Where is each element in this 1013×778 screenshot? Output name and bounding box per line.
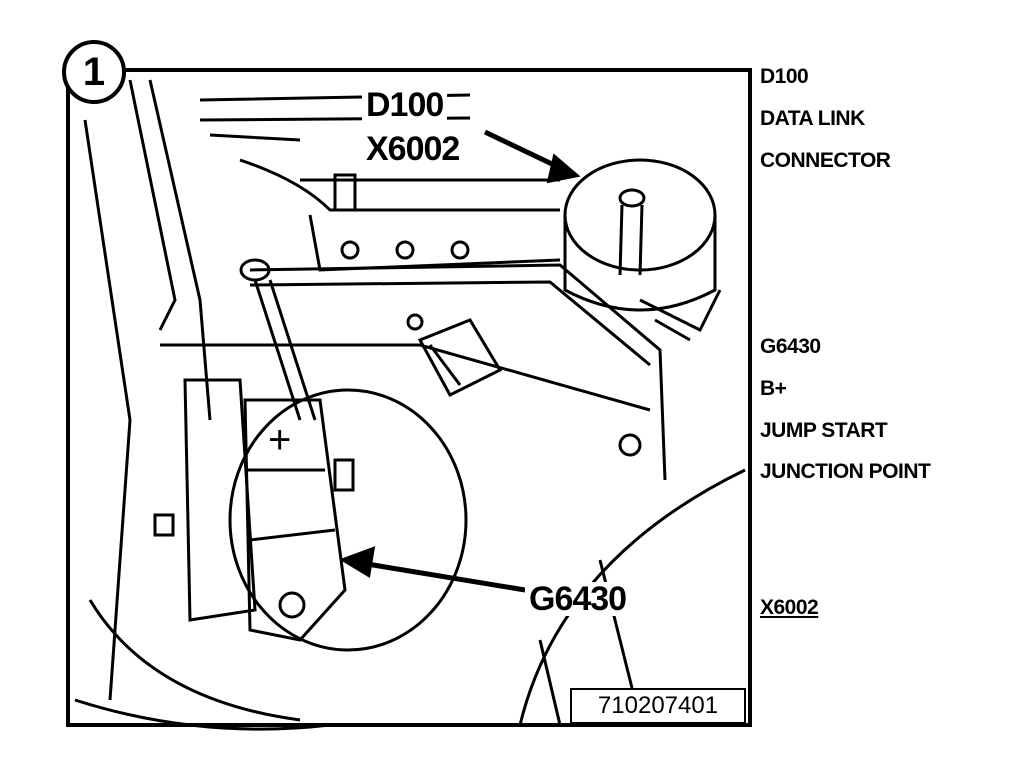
cowl-panel — [239, 158, 561, 272]
jump-start-terminal — [243, 398, 347, 642]
legend-junction-point: JUNCTION POINT — [760, 460, 931, 483]
legend-b-plus: B+ — [760, 377, 787, 400]
fender-panel — [83, 79, 212, 701]
legend-x6002: X6002 — [760, 596, 819, 619]
callout-d100: D100 — [362, 88, 448, 122]
legend-connector: CONNECTOR — [760, 149, 891, 172]
arrow-to-connector — [483, 129, 581, 184]
legend-jump-start: JUMP START — [760, 419, 888, 442]
legend-data-link: DATA LINK — [760, 107, 865, 130]
figure-number-badge: 1 — [62, 40, 126, 104]
diagram-frame — [66, 68, 752, 727]
arrow-to-terminal — [339, 546, 526, 593]
bracket — [417, 318, 503, 397]
callout-x6002: X6002 — [362, 132, 464, 166]
legend-g6430: G6430 — [760, 335, 821, 358]
cable-loop — [228, 388, 468, 652]
hood-edge — [74, 599, 331, 731]
wire-harness — [160, 263, 667, 481]
callout-g6430: G6430 — [525, 582, 631, 616]
reference-number: 710207401 — [570, 688, 746, 724]
plus-terminal-symbol: + — [268, 418, 292, 462]
clip — [333, 173, 357, 212]
legend-d100: D100 — [760, 65, 809, 88]
